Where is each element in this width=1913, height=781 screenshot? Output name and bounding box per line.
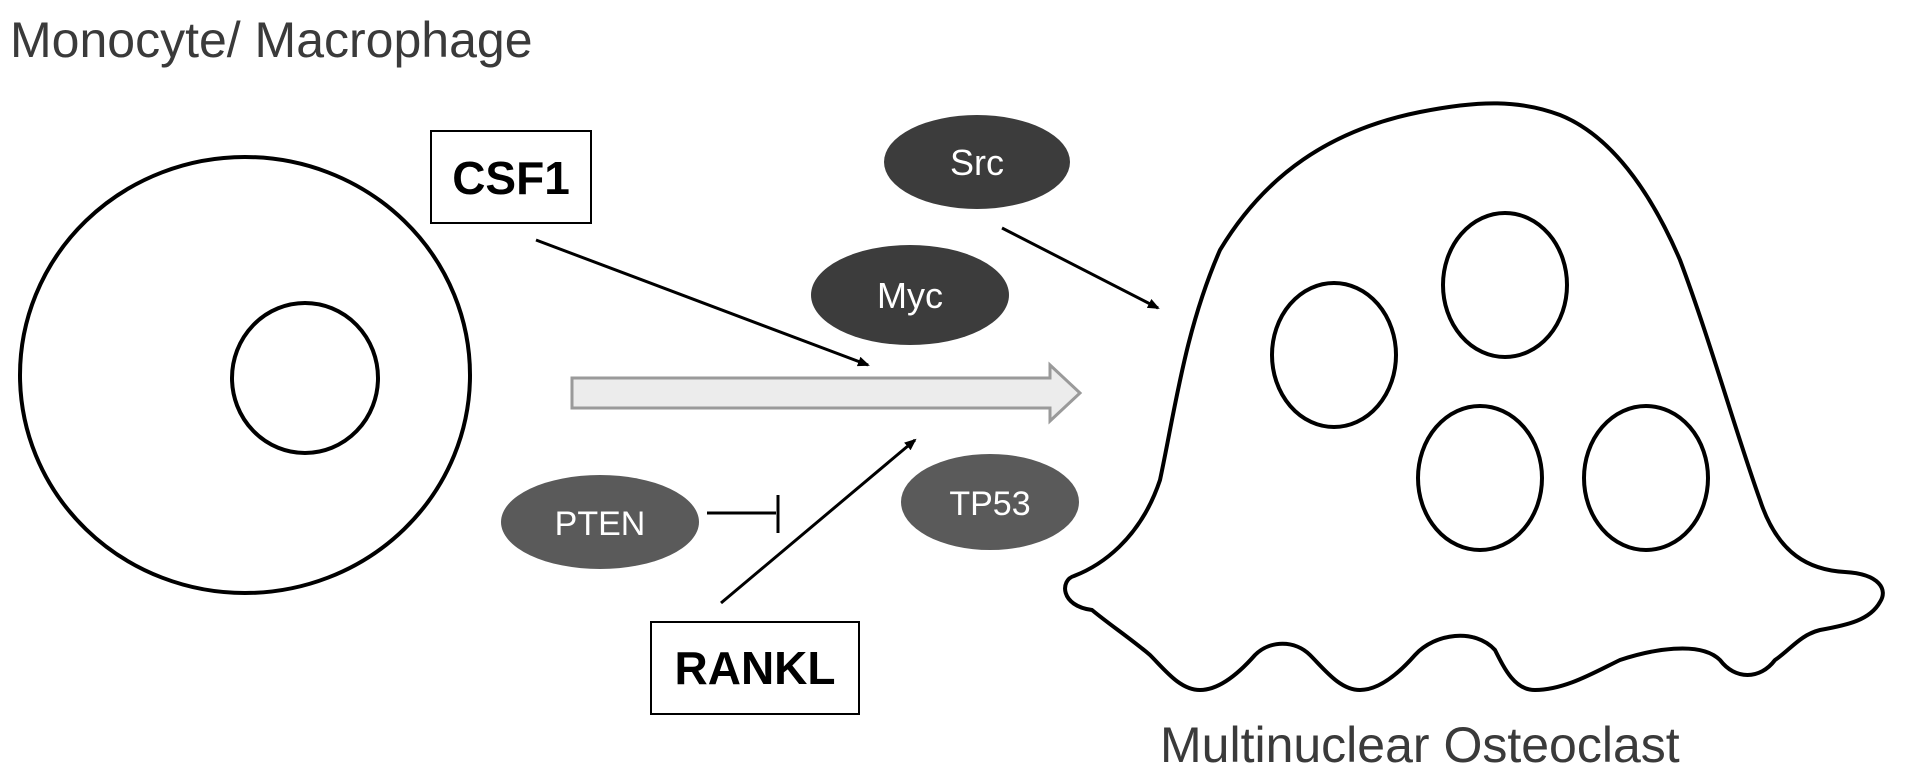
rankl-arrow — [720, 438, 917, 605]
pten-ellipse — [501, 475, 699, 569]
csf1-box — [430, 130, 592, 224]
src-label: Src — [950, 142, 1004, 183]
differentiation-arrow — [570, 361, 1083, 425]
src-ellipse — [884, 115, 1070, 209]
pten-label: PTEN — [555, 505, 646, 543]
myc-ellipse — [811, 245, 1009, 345]
monocyte-cell — [18, 155, 472, 595]
myc-label: Myc — [877, 275, 943, 316]
osteoclast-nucleus-4 — [1582, 404, 1710, 552]
osteoclast-nucleus-2 — [1441, 211, 1569, 359]
rankl-box — [650, 621, 860, 715]
csf1-arrow — [535, 238, 870, 367]
monocyte-nucleus — [230, 301, 380, 455]
rankl-label: RANKL — [675, 642, 836, 694]
csf1-label: CSF1 — [452, 152, 570, 204]
src-arrow — [1001, 226, 1160, 310]
tp53-label: TP53 — [949, 485, 1030, 523]
tp53-ellipse — [901, 454, 1079, 550]
monocyte-macrophage-title: Monocyte/ Macrophage — [10, 12, 533, 68]
multinuclear-osteoclast-title: Multinuclear Osteoclast — [1160, 717, 1680, 773]
osteoclast-nucleus-3 — [1416, 404, 1544, 552]
osteoclast-cell — [1063, 101, 1885, 692]
osteoclast-nucleus-1 — [1270, 281, 1398, 429]
